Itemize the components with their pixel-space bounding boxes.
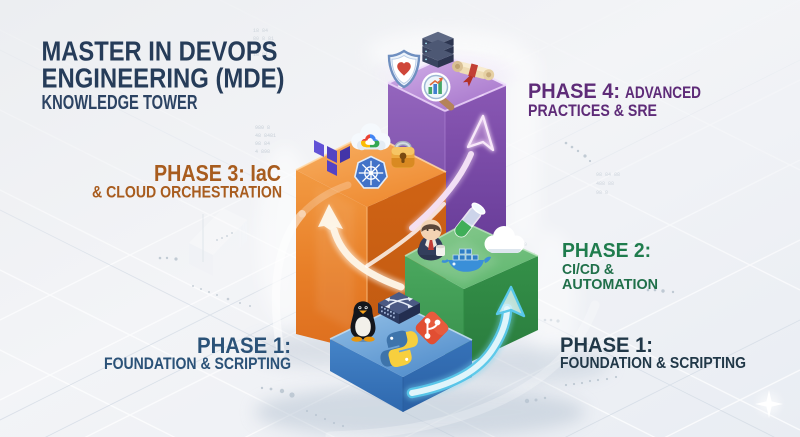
- svg-text:98 84: 98 84: [255, 141, 270, 147]
- svg-text:PHASE 4:: PHASE 4:: [528, 80, 620, 103]
- svg-text:AUTOMATION: AUTOMATION: [562, 276, 658, 293]
- svg-text:4 898: 4 898: [255, 149, 270, 155]
- svg-text:PHASE 2:: PHASE 2:: [562, 240, 651, 262]
- svg-text:98 8: 98 8: [596, 190, 608, 196]
- svg-text:80 8 81: 80 8 81: [253, 36, 274, 42]
- svg-text:980 8: 980 8: [255, 125, 270, 131]
- svg-text:FOUNDATION & SCRIPTING: FOUNDATION & SCRIPTING: [104, 355, 291, 373]
- svg-text:MASTER IN DEVOPS: MASTER IN DEVOPS: [42, 35, 278, 66]
- svg-text:CI/CD &: CI/CD &: [562, 261, 614, 278]
- svg-text:190 8: 190 8: [257, 44, 272, 50]
- svg-text:FOUNDATION & SCRIPTING: FOUNDATION & SCRIPTING: [560, 355, 746, 372]
- svg-text:18 81: 18 81: [253, 52, 268, 58]
- svg-text:18 84: 18 84: [253, 28, 268, 34]
- svg-text:PHASE 1:: PHASE 1:: [197, 333, 291, 358]
- svg-text:488 88: 488 88: [596, 181, 614, 187]
- svg-text:KNOWLEDGE TOWER: KNOWLEDGE TOWER: [42, 92, 198, 114]
- svg-text:PHASE 3: IaC: PHASE 3: IaC: [154, 160, 281, 186]
- svg-text:48 8481: 48 8481: [255, 133, 276, 139]
- svg-text:PHASE 1:: PHASE 1:: [560, 334, 653, 357]
- svg-text:98 84 88: 98 84 88: [596, 172, 620, 178]
- svg-text:ADVANCED: ADVANCED: [625, 83, 701, 102]
- svg-text:& CLOUD ORCHESTRATION: & CLOUD ORCHESTRATION: [92, 184, 282, 202]
- svg-text:PRACTICES & SRE: PRACTICES & SRE: [528, 101, 657, 120]
- svg-text:ENGINEERING (MDE): ENGINEERING (MDE): [42, 62, 285, 93]
